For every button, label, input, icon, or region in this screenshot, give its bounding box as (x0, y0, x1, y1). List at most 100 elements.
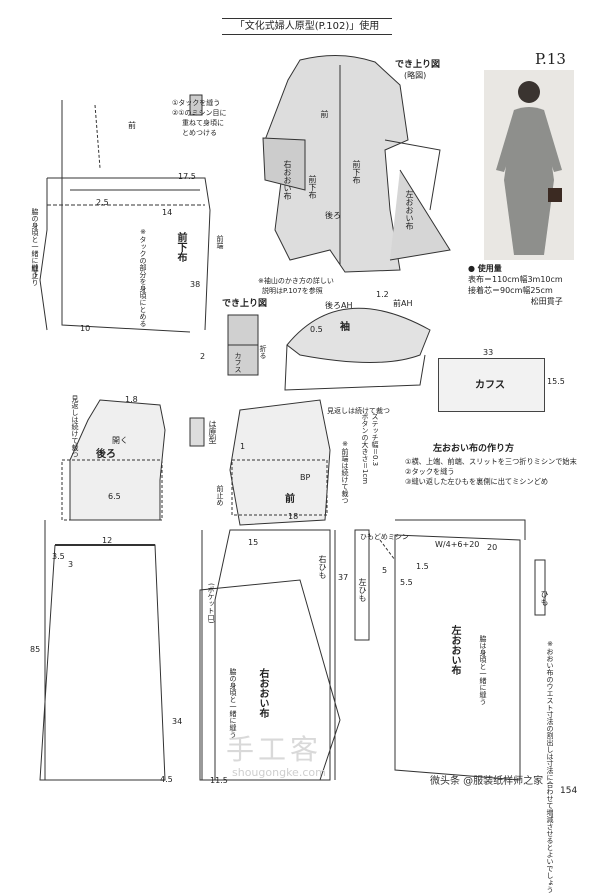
note-sleeve-ref1: ※袖山のかき方の詳しい (258, 277, 334, 285)
watermark-url: shougongke.com (232, 766, 326, 779)
dim-5: 5 (382, 566, 388, 575)
front-bodice (229, 399, 331, 526)
piece-mae: 前 (285, 494, 295, 505)
ill-mae: 前 (320, 110, 329, 118)
note-wakinui1: 脇の身頃と一緒に縫う (229, 668, 237, 738)
dim-6-5: 6.5 (108, 492, 121, 501)
dim-0-5: 0.5 (310, 325, 323, 334)
note-front-cut: ※前端は続けて裁つ (341, 440, 349, 504)
piece-ushiro: 後ろ (96, 449, 116, 460)
note-ori: 折る (259, 345, 267, 359)
dim-18: 18 (288, 512, 299, 521)
dim-5-5: 5.5 (400, 578, 413, 587)
piece-mae-top: 前 (128, 121, 136, 130)
dim-10: 10 (80, 324, 91, 333)
note-wakidome: 縫止り (31, 265, 39, 286)
howto-title: 左おおい布の作り方 (433, 444, 515, 454)
source-credit: 微头条 @服装纸样师之家 (430, 776, 544, 787)
howto-step1: ①横、上端、前端、スリットを三つ折りミシンで始末 (405, 457, 577, 466)
materials-author: 松田貫子 (530, 297, 563, 306)
ill-right-cover: 右おおい布 (283, 160, 292, 200)
cuffs-label: カフス (475, 380, 505, 391)
howto-step3: ③縫い返した左ひもを裏側に出てミシンどめ (405, 477, 549, 486)
dim-3-5: 3.5 (52, 552, 65, 561)
materials-title: ● 使用量 (468, 264, 502, 273)
finished-garment (264, 54, 409, 273)
note-left-cover: ひもどめミシン (360, 533, 409, 541)
ill-mae-shita2: 前下布 (352, 160, 361, 184)
dim-37: 37 (338, 573, 349, 582)
finished-label-2: でき上り図 (222, 299, 268, 309)
note-ue-waki: 脇は身頃と一緒に縫う (479, 635, 487, 705)
model-photo (484, 70, 574, 260)
finished-sub: (略図) (404, 71, 427, 80)
dim-2-5: 2.5 (96, 198, 109, 207)
cuffs-piece (438, 358, 545, 412)
right-cover-cloth (199, 579, 341, 781)
note-hirake: 開く (112, 436, 128, 445)
note-mikaeshi: 見返しは続けて裁つ (327, 407, 390, 415)
howto-block: 左おおい布の作り方 ①横、上端、前端、スリットを三つ折りミシンで始末 ②タックを… (405, 444, 577, 487)
legend-item2b: 重ねて身頃に (182, 119, 224, 127)
materials-block: ● 使用量 表布＝110cm幅3m10cm 接着芯＝90cm幅25cm 松田貫子 (468, 263, 563, 307)
note-stitch: ステッチ幅＝0.3 (371, 413, 379, 467)
ill-mae-shita: 前下布 (308, 175, 317, 199)
pattern-drawing (39, 54, 546, 781)
dim-85: 85 (30, 645, 41, 654)
dim-4-5: 4.5 (160, 775, 173, 784)
note-mikaeshi2: 見返しは続けて裁つ (71, 395, 79, 458)
legend-item2c: とめつける (182, 129, 217, 137)
materials-fabric: 表布＝110cm幅3m10cm (468, 275, 563, 284)
sleeve-piece (286, 307, 431, 363)
dim-1-2: 1.2 (376, 290, 389, 299)
piece-left-tie: 左ひも (358, 578, 367, 602)
piece-sleeve: 袖 (340, 322, 350, 333)
front-upper-outline (61, 100, 191, 333)
dim-1-5: 1.5 (416, 562, 429, 571)
dim-2: 2 (200, 352, 206, 361)
dim-3: 3 (68, 560, 74, 569)
dim-33: 33 (483, 348, 494, 357)
ill-ushiro: 後ろ (325, 211, 341, 220)
dim-1: 1 (240, 442, 246, 451)
page-header: 「文化式婦人原型(P.102)」使用 (222, 18, 392, 35)
page-number: 154 (560, 786, 578, 796)
piece-himo: ひも (540, 590, 549, 606)
dim-11-5: 11.5 (210, 776, 228, 785)
dim-w46: W/4+6+20 (435, 540, 480, 549)
page-label: P.13 (535, 50, 566, 68)
note-tuck: ※タックの部分を身頃にとめる (139, 228, 147, 327)
note-pocket: (ポケット口) (207, 583, 215, 624)
dim-1-8: 1.8 (125, 395, 138, 404)
dim-14: 14 (162, 208, 173, 217)
dim-12: 12 (102, 536, 113, 545)
dim-15: 15 (248, 538, 259, 547)
note-button-size: ボタンの大きさ＝1cm (361, 413, 369, 485)
howto-step2: ②タックを縫う (405, 467, 455, 476)
note-hemline: ※おおい布のウエスト寸法の割出しは寸法に合わせて増減させるとよいでしょう (546, 640, 554, 893)
ill-left-cover: 左おおい布 (405, 190, 414, 230)
piece-right-cover: 右おおい布 (257, 668, 268, 718)
note-wakinui2: 脇の身頃と一緒に縫う (31, 208, 39, 278)
legend-item1: ①タックを縫う (172, 99, 221, 107)
dim-17-5: 17.5 (178, 172, 196, 181)
note-cuff-sub: カフス (234, 352, 242, 373)
dim-ah-back: 後ろAH (325, 301, 353, 310)
piece-mae-shita: 前下布 (175, 232, 186, 262)
note-bp: BP (300, 473, 311, 482)
note-mae-dome: 前止め (216, 485, 224, 506)
finished-label: でき上り図 (395, 60, 441, 70)
front-lower-cloth (47, 177, 211, 331)
back-skirt (39, 544, 166, 781)
dim-ah-front: 前AH (393, 299, 413, 308)
legend-item2a: ②①のミシン目に (172, 109, 227, 117)
piece-left-cover: 左おおい布 (449, 625, 460, 675)
dim-20: 20 (487, 543, 498, 552)
dim-38: 38 (190, 280, 201, 289)
legend-item3: は原型 (208, 420, 217, 444)
dim-34: 34 (172, 717, 183, 726)
materials-interfacing: 接着芯＝90cm幅25cm (468, 286, 553, 295)
piece-right-tie: 右ひも (318, 555, 327, 579)
dim-15-5: 15.5 (547, 377, 565, 386)
watermark: 手工客 (226, 733, 323, 766)
